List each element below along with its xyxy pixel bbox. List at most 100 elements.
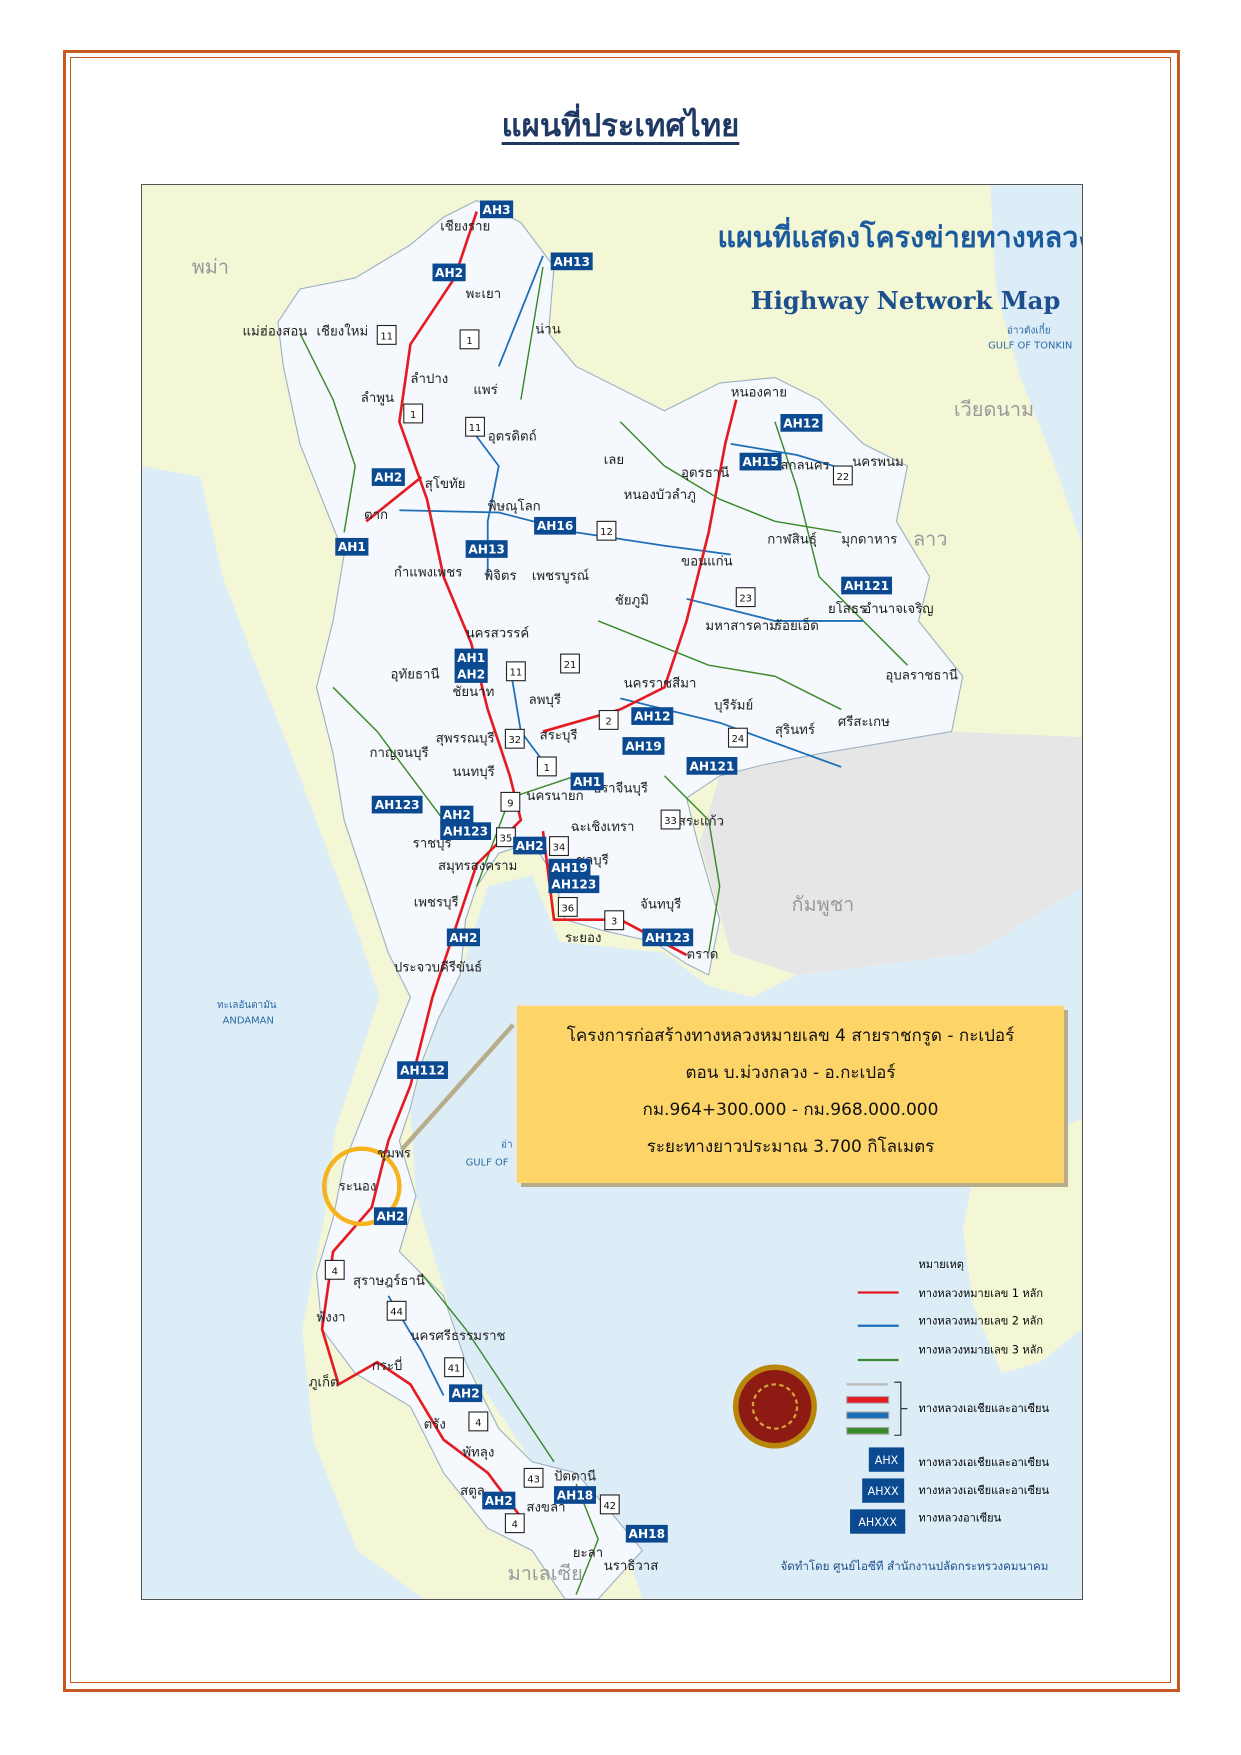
province-label: ตราด <box>687 947 719 962</box>
asian-highway-badge <box>440 822 492 840</box>
asian-highway-badge <box>397 1061 448 1079</box>
province-label: สงขลา <box>526 1501 565 1516</box>
route-number: 4 <box>512 1520 518 1531</box>
asian-highway-code: AH19 <box>625 739 661 753</box>
map-credit: จัดทำโดย ศูนย์ไอซีที สำนักงานปลัดกระทรวง… <box>780 1559 1048 1574</box>
route-number: 22 <box>837 472 850 483</box>
asian-highway-code: AH12 <box>783 416 819 430</box>
asian-highway-code: AH13 <box>468 542 504 556</box>
asian-highway-code: AH2 <box>452 1387 480 1401</box>
asian-highway-code: AH18 <box>557 1488 593 1502</box>
province-label: น่าน <box>535 322 561 337</box>
sea-label: GULF OF TONKIN <box>988 341 1072 352</box>
asian-highway-badge <box>371 468 405 486</box>
province-label: นครศรีธรรมราช <box>410 1328 505 1344</box>
project-callout: โครงการก่อสร้างทางหลวงหมายเลข 4 สายราชกร… <box>517 1006 1064 1183</box>
asian-highway-code: AH112 <box>400 1064 445 1078</box>
route-marker-box <box>403 403 424 424</box>
legend-item-route-1digit: ทางหลวงหมายเลข 1 หลัก <box>919 1287 1044 1300</box>
asian-highway-badge <box>550 252 593 271</box>
asian-highway-code: AH121 <box>689 759 734 773</box>
province-label: กาญจนบุรี <box>370 745 429 761</box>
route-number: 12 <box>600 527 613 538</box>
asian-highway-code: AH13 <box>553 255 589 269</box>
asian-highway-code: AH3 <box>483 203 511 217</box>
province-label: สุราษฎร์ธานี <box>353 1273 425 1289</box>
route-number: 1 <box>544 763 550 774</box>
country-label: เวียดนาม <box>954 398 1034 421</box>
map-title-english: Highway Network Map <box>751 286 1061 315</box>
country-label: พม่า <box>192 255 229 278</box>
province-label: อุดรธานี <box>681 465 729 481</box>
callout-km-range: กม.964+300.000 - กม.968.000.000 <box>642 1100 939 1120</box>
asian-highway-code: AH2 <box>443 808 471 822</box>
province-label: สกลนคร <box>780 458 829 473</box>
asian-highway-code: AH19 <box>551 861 587 875</box>
legend: หมายเหตุ ทางหลวงหมายเลข 1 หลัก ทางหลวงหม… <box>846 1258 1050 1534</box>
asian-highway-badge <box>465 540 508 558</box>
province-label: ลำพูน <box>361 391 394 406</box>
asian-highway-badge <box>570 772 604 791</box>
asian-highway-badge <box>454 665 488 683</box>
province-label: นราธิวาส <box>604 1559 659 1574</box>
asian-highway-code: AH123 <box>551 878 596 892</box>
asian-highway-code: AH2 <box>377 1210 405 1224</box>
callout-length: ระยะทางยาวประมาณ 3.700 กิโลเมตร <box>646 1137 935 1157</box>
asian-highway-badge <box>440 805 474 824</box>
route-number: 36 <box>561 903 574 914</box>
route-marker-box <box>599 1494 620 1515</box>
callout-section: ตอน บ.ม่วงกลวง - อ.กะเปอร์ <box>685 1063 896 1083</box>
province-label: จันทบุรี <box>640 897 681 913</box>
province-label: ร้อยเอ็ด <box>775 616 819 634</box>
asian-highway-code: AH16 <box>537 519 573 533</box>
province-label: พิษณุโลก <box>488 498 541 514</box>
asian-highway-code: AH2 <box>485 1494 513 1508</box>
province-label: ยะลา <box>573 1546 603 1561</box>
route-marker-box <box>560 653 580 674</box>
asian-highway-badge <box>739 452 782 471</box>
route-marker-box <box>832 465 853 486</box>
asian-highway-badges: AH3AH2AH13AH12AH15AH2AH1AH16AH13AH121AH1… <box>335 200 893 1543</box>
sea-label: ANDAMAN <box>223 1016 274 1027</box>
route-number: 1 <box>410 410 416 421</box>
route-marker-box <box>536 756 557 777</box>
route-marker-box <box>459 329 480 350</box>
asian-highway-badge <box>534 516 577 535</box>
country-label: กัมพูชา <box>791 893 854 917</box>
province-label: สุรินทร์ <box>775 722 815 738</box>
asian-highway-badge <box>373 1207 408 1226</box>
route-marker-box <box>549 836 569 857</box>
province-label: มุกดาหาร <box>841 532 897 547</box>
province-label: พิจิตร <box>484 569 516 584</box>
sea-label: อ่า <box>501 1140 513 1151</box>
province-label: ตาก <box>364 508 388 523</box>
province-label: ภูเก็ต <box>309 1373 339 1391</box>
route-number: 21 <box>564 660 577 671</box>
province-label: กระบี่ <box>372 1356 403 1374</box>
asian-highway-code: AH2 <box>449 931 477 945</box>
highway-network-map: แผนที่แสดงโครงข่ายทางหลวง Highway Networ… <box>141 184 1092 1600</box>
province-label: ฉะเชิงเทรา <box>571 820 635 835</box>
province-label: แม่ฮ่องสอน <box>243 324 308 339</box>
asian-highway-badge <box>548 875 600 894</box>
province-label: อุตรดิตถ์ <box>488 429 537 445</box>
province-label: ชุมพร <box>377 1147 411 1162</box>
route-number: 23 <box>739 594 752 605</box>
province-label: ลพบุรี <box>529 692 561 708</box>
route-marker-box <box>386 1300 407 1321</box>
asian-highway-badge <box>625 1524 668 1543</box>
route-marker-box <box>523 1467 544 1488</box>
asian-highway-code: AH1 <box>457 651 485 665</box>
asian-highway-code: AH18 <box>629 1527 665 1541</box>
route-marker-box <box>727 727 748 748</box>
route-marker-box <box>376 324 397 345</box>
province-label: บุรีรัมย์ <box>714 697 753 713</box>
province-label: ตรัง <box>424 1418 446 1433</box>
province-label: ศรีสะเกษ <box>838 714 890 730</box>
route-marker-box <box>504 728 525 749</box>
asian-highway-code: AH121 <box>844 579 889 593</box>
province-label: นครพนม <box>852 455 904 470</box>
asian-highway-code: AH123 <box>645 931 690 945</box>
